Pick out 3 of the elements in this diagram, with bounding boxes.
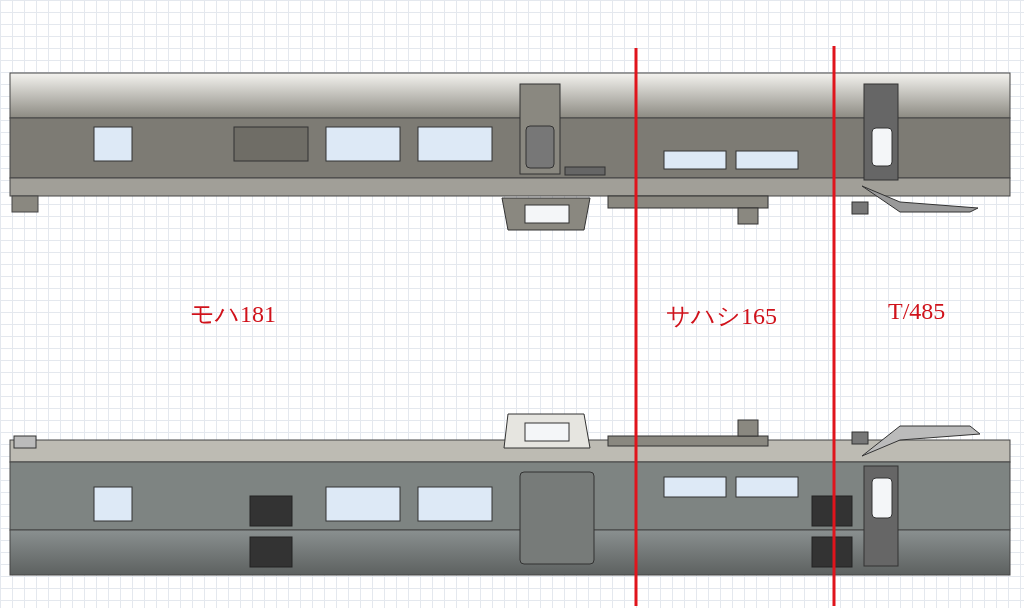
car-type-label: T/485 [888,298,946,325]
car-type-label: サハシ165 [666,302,777,331]
car-type-label: モハ181 [190,300,276,329]
